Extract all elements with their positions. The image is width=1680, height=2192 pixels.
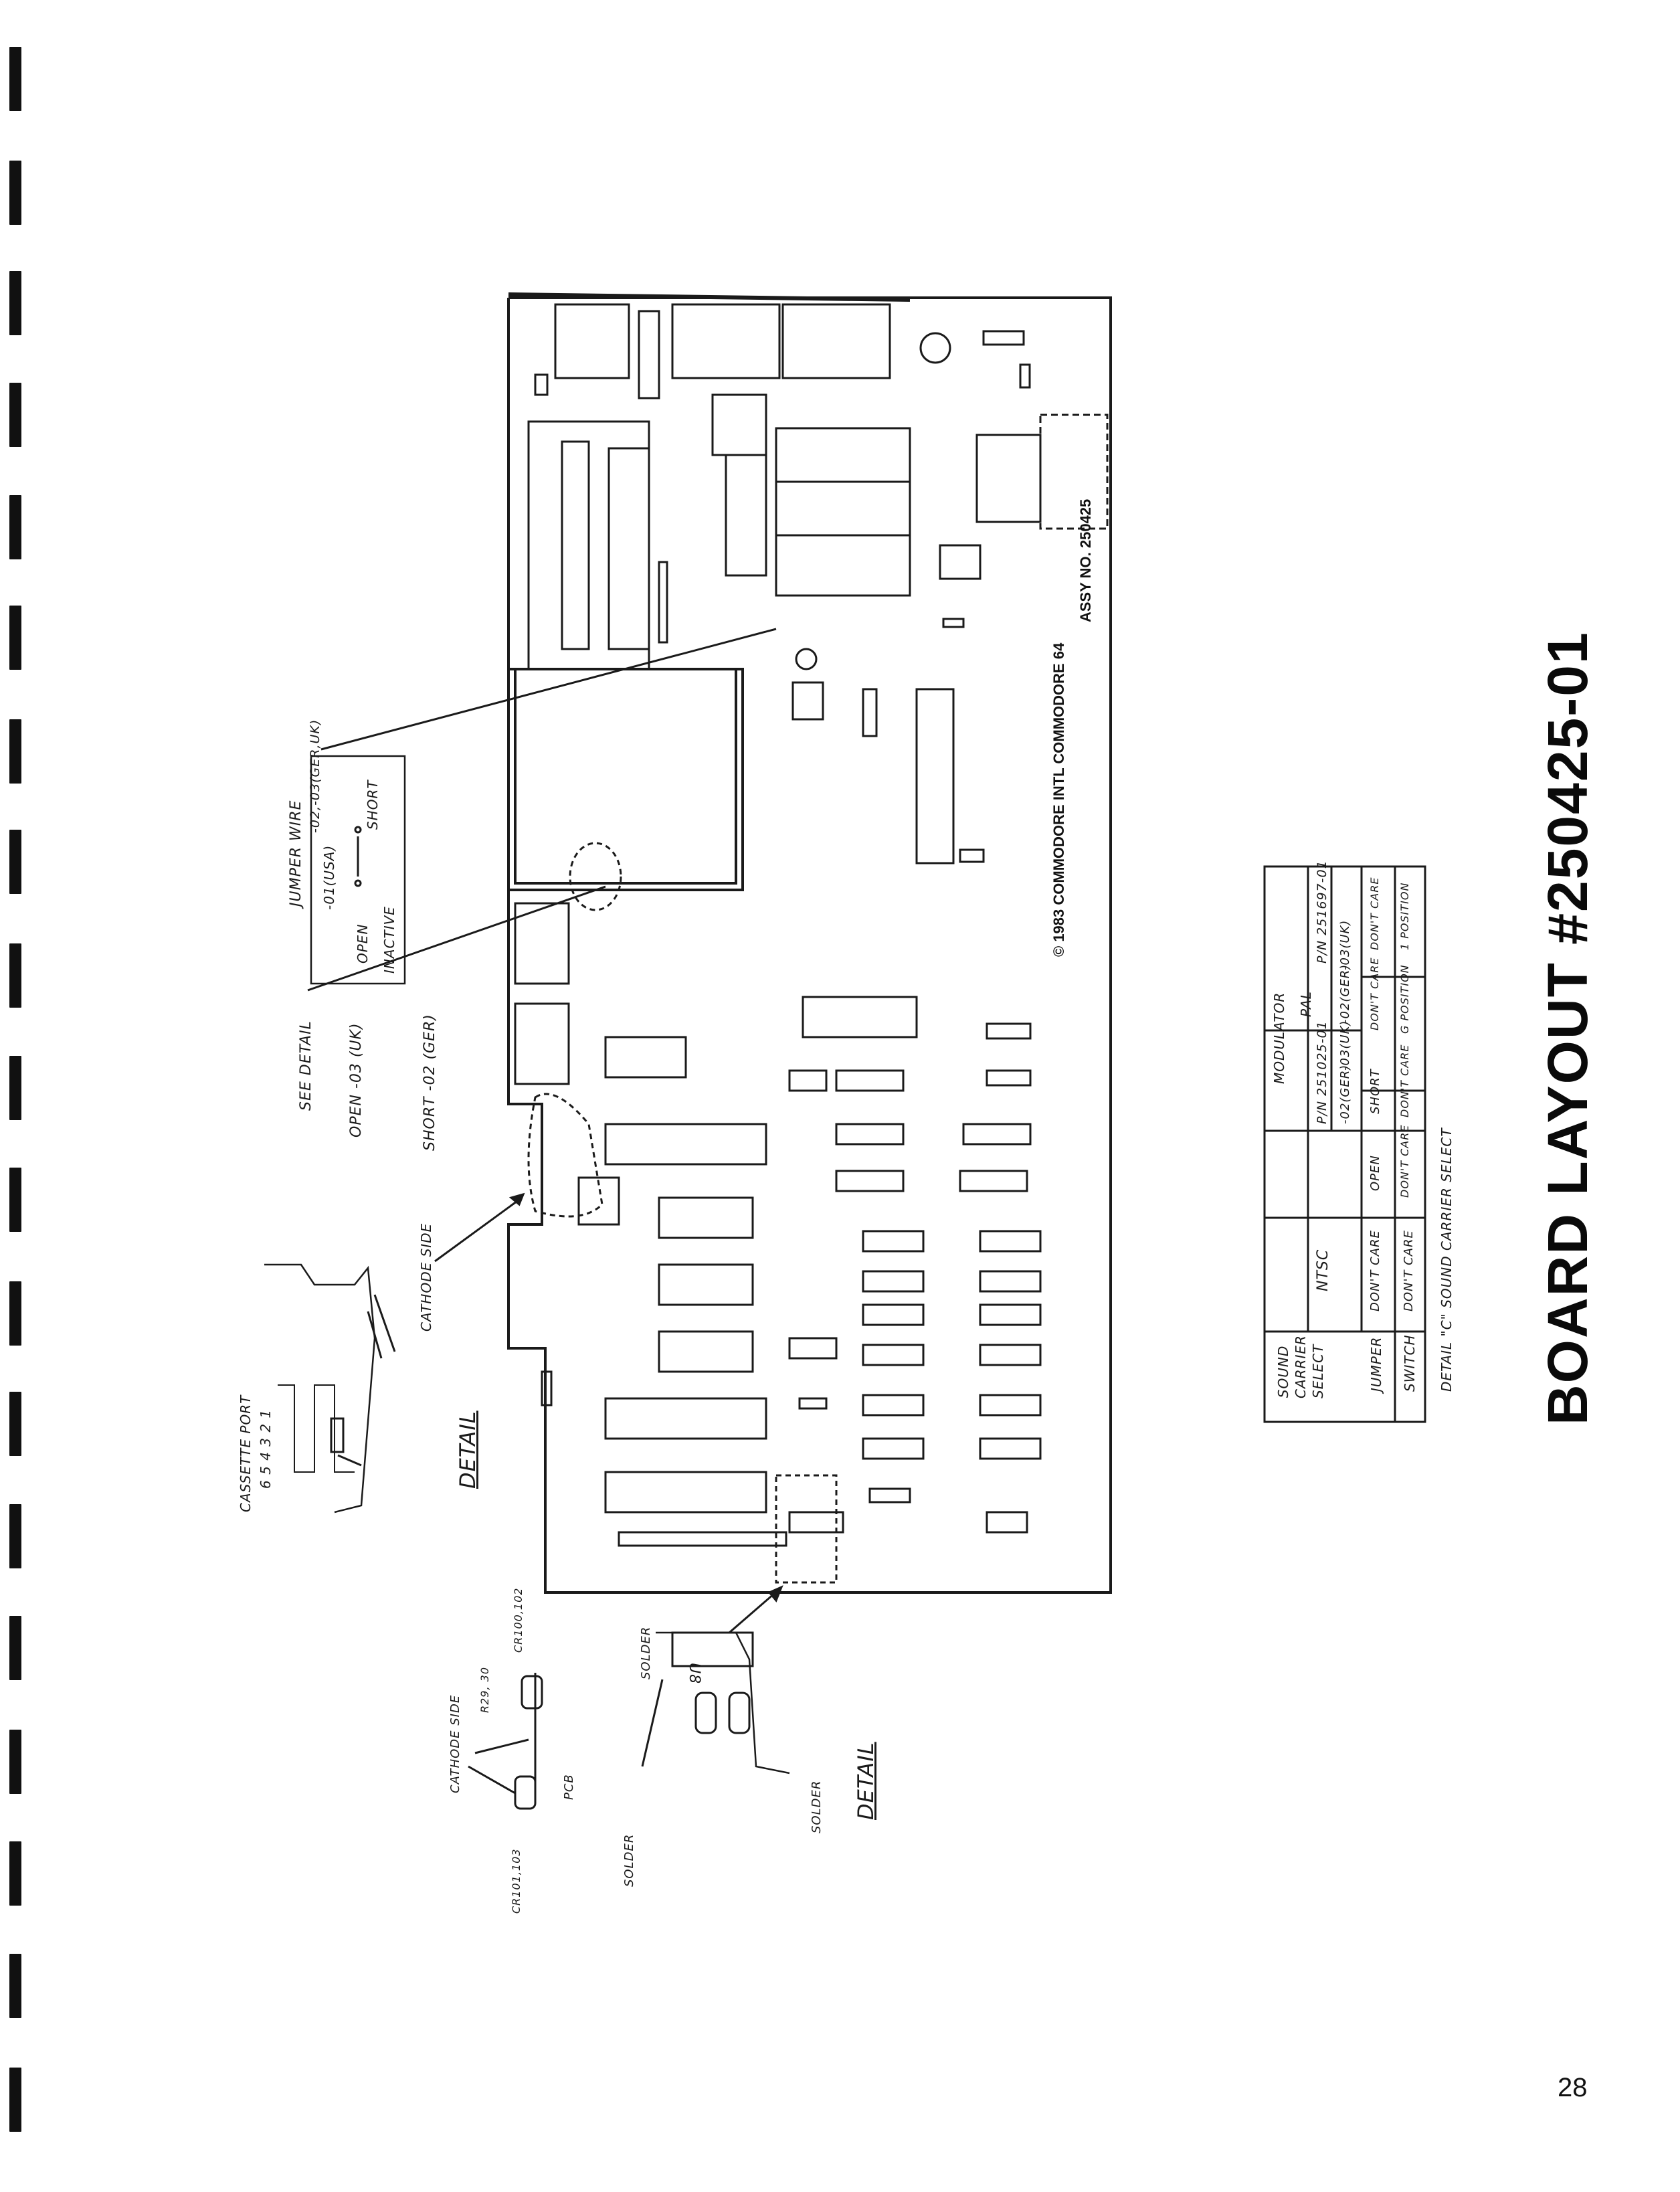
cassette-pins: 6 5 4 3 2 1 (258, 1408, 274, 1489)
table-header-sound: SOUND CARRIER SELECT (1275, 1335, 1326, 1398)
table-sub3: -02(GER) (1338, 964, 1352, 1024)
table-pal3-switch: G POSITION (1398, 964, 1411, 1034)
jumper-inactive: INACTIVE (381, 906, 397, 974)
table-sub4: -03(UK) (1338, 919, 1352, 970)
see-detail-short: SHORT -02 (GER) (422, 1014, 438, 1151)
table-row-jumper: JUMPER (1368, 1336, 1384, 1392)
board-copyright: © 1983 COMMODORE INTL COMMODORE 64 (1050, 642, 1067, 957)
table-pal4-switch: 1 POSITION (1398, 882, 1411, 950)
table-pal1-jumper-open: OPEN (1368, 1155, 1382, 1191)
table-pal2-switch: DON'T CARE (1398, 1044, 1411, 1117)
lower-solder-bottom-right: SOLDER (810, 1780, 824, 1833)
table-sub2: -03(UK) (1338, 1020, 1352, 1071)
lower-r29-30: R29, 30 (478, 1666, 491, 1713)
lower-cr101-103: CR101,103 (510, 1848, 523, 1914)
lower-u8: U8 (686, 1663, 703, 1685)
table-caption: DETAIL "C" SOUND CARRIER SELECT (1438, 1127, 1455, 1392)
jumper-wire-title: JUMPER WIRE (288, 800, 304, 907)
lower-pcb: PCB (562, 1774, 576, 1800)
table-header-modulator: MODULATOR (1271, 992, 1287, 1084)
table-pal1-switch: DON'T CARE (1398, 1124, 1411, 1198)
jumper-open: OPEN (355, 923, 371, 964)
see-detail-open: OPEN -03 (UK) (348, 1022, 365, 1137)
table-ntsc-jumper: DON'T CARE (1368, 1230, 1382, 1311)
cassette-detail-label: DETAIL (455, 1410, 480, 1489)
table-pn1: P/N 251025-01 (1315, 1020, 1329, 1124)
table-pal2-jumper-short: SHORT (1368, 1069, 1382, 1114)
table-header-pal: PAL (1298, 991, 1314, 1017)
table-pal3-jumper: DON'T CARE (1368, 957, 1381, 1030)
lower-solder-top: SOLDER (639, 1626, 653, 1679)
table-pal4-jumper: DON'T CARE (1368, 877, 1381, 950)
cassette-port-label: CASSETTE PORT (238, 1394, 254, 1512)
cassette-cathode-side: CATHODE SIDE (418, 1222, 434, 1332)
lower-cathode-side: CATHODE SIDE (448, 1694, 462, 1793)
lower-solder-bottom-left: SOLDER (622, 1833, 636, 1887)
table-sub1: -02(GER) (1338, 1064, 1352, 1124)
page-title: BOARD LAYOUT #250425-01 (1536, 631, 1599, 1425)
board-assembly-number: ASSY NO. 250425 (1077, 498, 1094, 622)
table-header-ntsc: NTSC (1315, 1249, 1331, 1291)
table-pn2: P/N 251697-01 (1315, 860, 1329, 964)
table-ntsc-switch: DON'T CARE (1402, 1230, 1416, 1311)
jumper-short: SHORT (365, 780, 381, 830)
lower-detail-label: DETAIL (853, 1742, 878, 1820)
jumper-col-usa: -01(USA) (321, 844, 337, 910)
jumper-col-ger-uk: -02,-03(GER,UK) (308, 719, 322, 833)
table-row-switch: SWITCH (1402, 1334, 1418, 1392)
lower-cr100-102: CR100,102 (512, 1587, 525, 1653)
see-detail-title: SEE DETAIL (298, 1020, 314, 1111)
page-number: 28 (1558, 2073, 1588, 2102)
